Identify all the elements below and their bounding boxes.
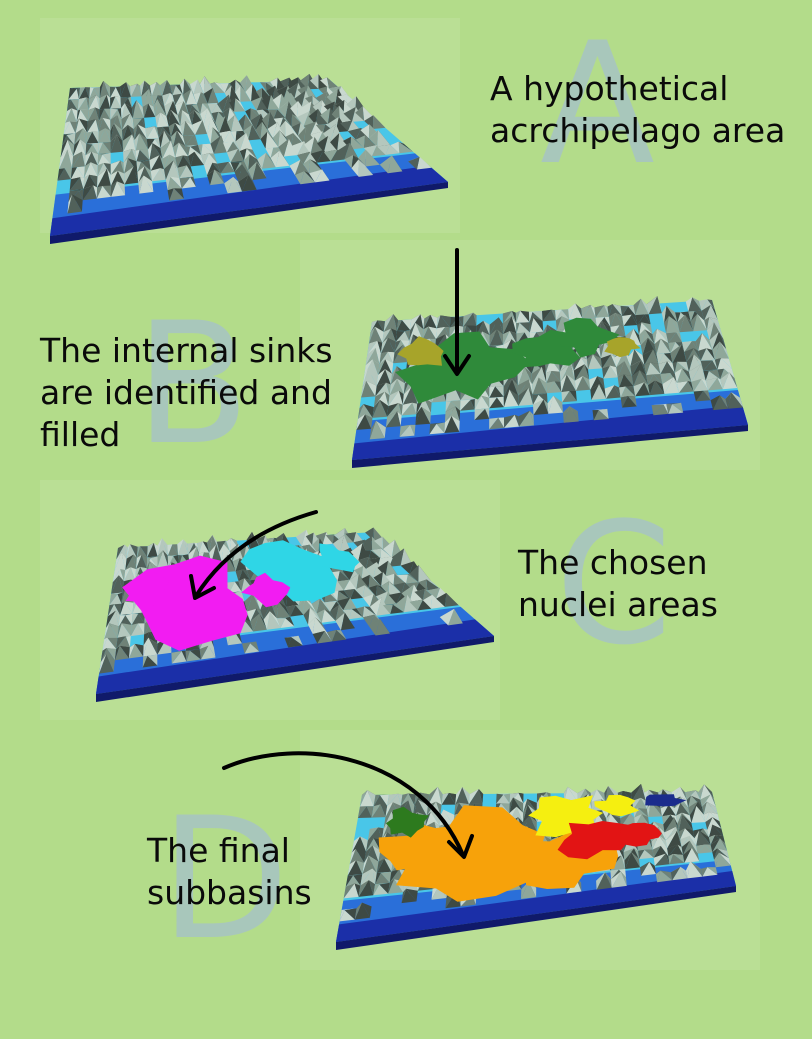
caption-line: nuclei areas <box>518 585 718 624</box>
region-subbasins-1 <box>378 823 481 871</box>
panel-c-caption: The chosen nuclei areas <box>518 542 718 626</box>
region-nuclei-4 <box>241 572 291 608</box>
caption-line: A hypothetical <box>490 69 729 108</box>
caption-line: The internal sinks <box>40 331 333 370</box>
arrow-b <box>443 248 471 376</box>
arrow-c <box>189 510 318 600</box>
region-sinks-4 <box>604 337 641 358</box>
region-subbasins-7 <box>385 806 429 838</box>
caption-line: are identified and <box>40 373 332 412</box>
region-subbasins-5 <box>557 821 636 860</box>
panel-c-letter: C <box>555 486 673 682</box>
caption-line: subbasins <box>147 873 312 912</box>
panel-a-letter: A <box>540 6 655 202</box>
caption-line: The final <box>147 831 290 870</box>
panel-d-letter: D <box>160 781 290 977</box>
region-subbasins-6 <box>620 822 662 847</box>
caption-line: acrchipelago area <box>490 111 786 150</box>
panel-d-caption: The final subbasins <box>147 830 312 914</box>
panel-b-letter: B <box>135 286 251 482</box>
region-subbasins-0 <box>396 805 546 902</box>
panel-b-caption: The internal sinks are identified and fi… <box>40 330 333 456</box>
region-sinks-3 <box>556 317 620 358</box>
region-nuclei-1 <box>125 571 170 608</box>
panel-a-caption: A hypothetical acrchipelago area <box>490 68 785 152</box>
region-nuclei-2 <box>240 540 337 602</box>
arrow-d <box>222 751 474 859</box>
region-subbasins-4 <box>594 794 640 817</box>
region-nuclei-3 <box>318 543 360 573</box>
caption-line: The chosen <box>518 543 708 582</box>
region-subbasins-8 <box>645 794 687 807</box>
region-sinks-1 <box>397 336 444 366</box>
caption-line: filled <box>40 415 121 454</box>
